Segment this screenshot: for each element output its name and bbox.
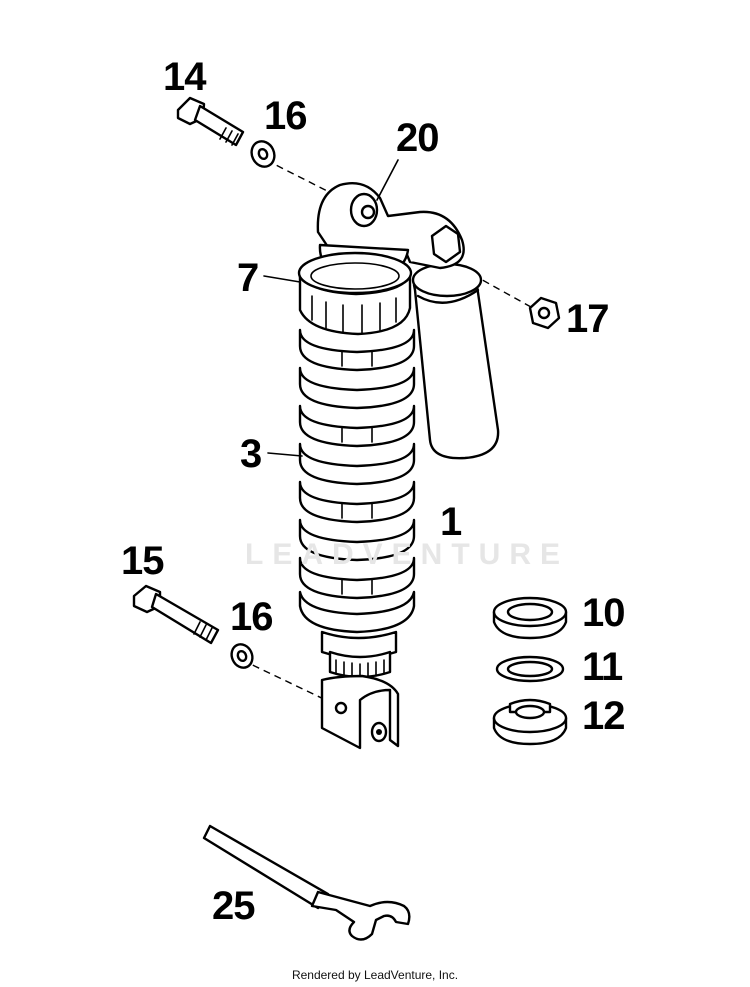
callout-leaders: [263, 159, 399, 457]
callout-16-upper: 16: [264, 94, 307, 138]
callout-16-lower: 16: [230, 595, 273, 639]
nut-17-icon: [528, 296, 561, 330]
wrench-25-icon: [202, 824, 411, 941]
reservoir-icon: [411, 262, 500, 460]
callout-14: 14: [163, 55, 206, 99]
washer-16-lower-icon: [230, 643, 254, 669]
callout-3: 3: [240, 432, 262, 476]
callout-25: 25: [212, 884, 255, 928]
callout-10: 10: [582, 591, 625, 635]
callout-7: 7: [237, 256, 259, 300]
washer-16-upper-icon: [250, 140, 276, 168]
watermark-text: LEADVENTURE: [245, 538, 570, 571]
callout-1: 1: [440, 500, 462, 544]
render-credit: Rendered by LeadVenture, Inc.: [291, 968, 459, 982]
shock-lower-clevis-icon: [320, 630, 400, 750]
callout-15: 15: [121, 539, 164, 583]
bolt-15-icon: [132, 584, 220, 645]
spring-seat-10-icon: [492, 596, 568, 640]
spacer-11-icon: [495, 655, 565, 683]
callout-17: 17: [566, 297, 609, 341]
bolt-14-icon: [176, 96, 245, 147]
callout-20: 20: [396, 116, 439, 160]
preload-nut-7-icon: [297, 251, 413, 336]
spring-3-icon: [298, 328, 416, 634]
callout-11: 11: [582, 645, 623, 689]
callout-12: 12: [582, 694, 625, 738]
seat-12-icon: [492, 698, 568, 746]
